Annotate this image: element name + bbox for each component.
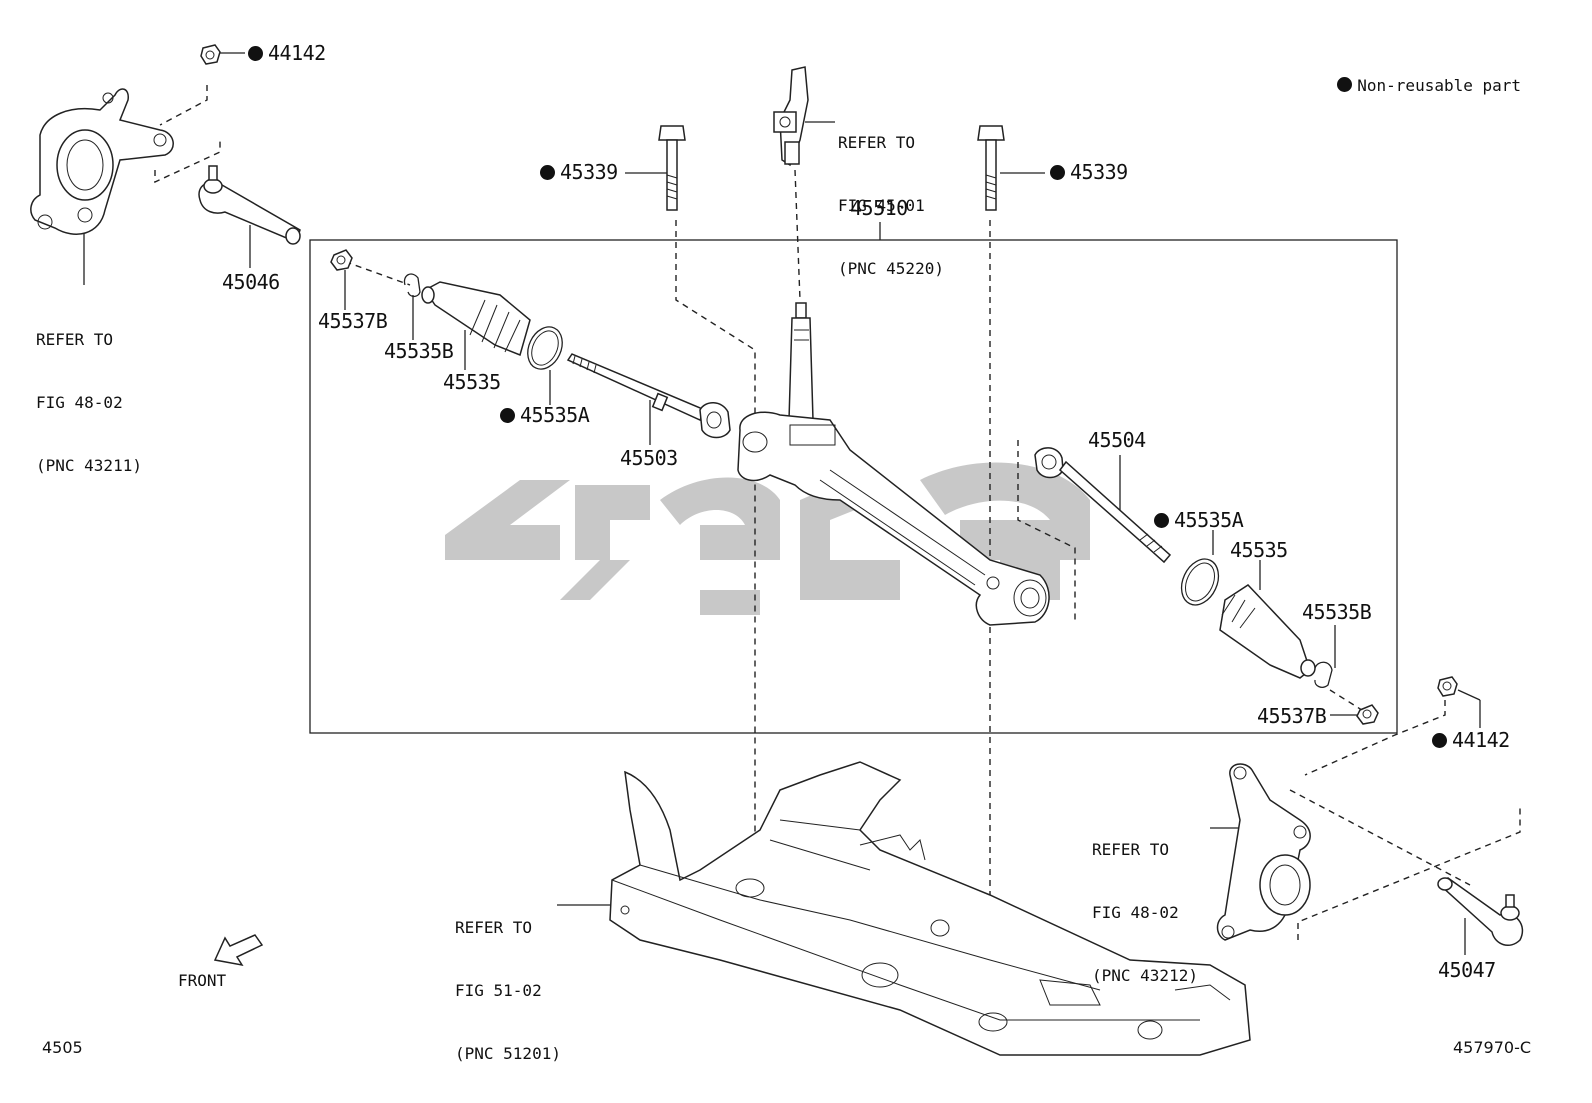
figure-code: 457970-C [1453, 1038, 1532, 1057]
ref-crossmember: REFER TO FIG 51-02 (PNC 51201) [455, 918, 561, 1063]
label-45047: 45047 [1438, 958, 1496, 982]
tie-rod-45503-icon [566, 353, 731, 439]
label-45046: 45046 [222, 270, 280, 294]
ref-knuckle-right: REFER TO FIG 48-02 (PNC 43212) [1092, 840, 1198, 985]
nut-44142-top-icon [200, 44, 221, 65]
steering-intermediate-joint-icon [773, 66, 809, 167]
label-45503: 45503 [620, 446, 678, 470]
boot-45535-left-icon [421, 281, 531, 357]
boot-45535-right-icon [1219, 584, 1316, 679]
nut-44142-right-icon [1437, 676, 1458, 697]
steering-gear-housing-icon [737, 302, 1050, 626]
label-45535A-left: 45535A [500, 405, 590, 426]
label-45339-left: 45339 [540, 162, 618, 183]
label-45504: 45504 [1088, 428, 1146, 452]
reference-lines [154, 85, 1521, 1000]
ref-steering-column: REFER TO FIG 45-01 (PNC 45220) [838, 133, 944, 278]
clip-45535B-left-icon [403, 273, 421, 298]
page-code: 4505 [42, 1038, 83, 1057]
label-45535A-right: 45535A [1154, 510, 1244, 531]
watermark-logo [445, 462, 1090, 615]
nut-45537B-left-icon [330, 249, 353, 271]
non-reusable-dot-icon [1337, 77, 1353, 92]
leader-lines [83, 52, 1481, 955]
band-45535A-right-icon [1180, 558, 1220, 606]
gear-assembly-box [309, 239, 1398, 734]
nut-45537B-right-icon [1356, 704, 1379, 725]
label-45510: 45510 [850, 196, 908, 220]
bolt-45339-left-icon [658, 125, 686, 211]
front-crossmember-icon [609, 761, 1251, 1056]
label-45537B-right: 45537B [1257, 704, 1327, 728]
label-45535B-left: 45535B [384, 339, 454, 363]
ref-knuckle-left: REFER TO FIG 48-02 (PNC 43211) [36, 330, 142, 475]
label-45537B-left: 45537B [318, 309, 388, 333]
label-45535B-right: 45535B [1302, 600, 1372, 624]
tie-rod-45504-icon [1034, 447, 1172, 564]
band-45535A-left-icon [527, 326, 563, 370]
bolt-45339-right-icon [977, 125, 1005, 211]
label-front: FRONT [178, 971, 227, 990]
label-45535-left: 45535 [443, 370, 501, 394]
clip-45535B-right-icon [1314, 661, 1333, 688]
tie-rod-end-45047-icon [1437, 877, 1524, 947]
steering-knuckle-right-icon [1216, 763, 1311, 941]
label-44142-top: 44142 [248, 43, 326, 64]
label-45339-right: 45339 [1050, 162, 1128, 183]
label-44142-right: 44142 [1432, 730, 1510, 751]
steering-knuckle-left-icon [30, 88, 174, 235]
tie-rod-end-45046-icon [198, 165, 301, 245]
label-45535-right: 45535 [1230, 538, 1288, 562]
front-arrow-icon [213, 934, 264, 967]
legend-non-reusable: Non-reusable part [1318, 54, 1521, 96]
